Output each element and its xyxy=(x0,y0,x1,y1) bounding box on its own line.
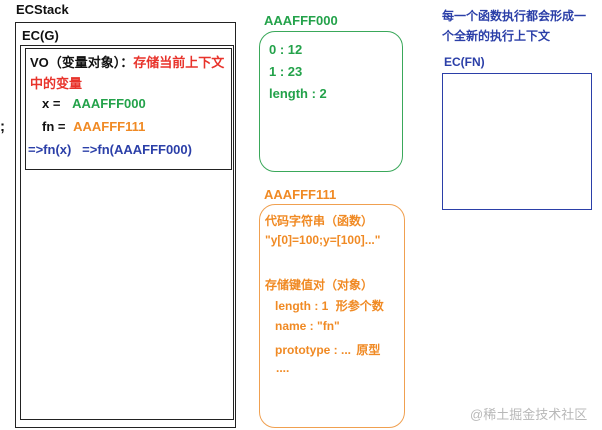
note-line-1: 每一个函数执行都会形成一 xyxy=(442,9,587,23)
ecg-box xyxy=(20,45,234,420)
heap-function-more: .... xyxy=(276,361,290,375)
prop-key: name : "fn" xyxy=(275,319,340,333)
heap-function-code-value: "y[0]=100;y=[100]..." xyxy=(265,233,381,247)
ecfn-title: EC(FN) xyxy=(444,55,485,69)
watermark: @稀土掘金技术社区 xyxy=(470,407,588,422)
var-fn-label: fn = xyxy=(42,119,66,134)
vo-var-x: x = AAAFFF000 xyxy=(42,96,146,111)
prop-key: length : 1 xyxy=(275,299,329,313)
heap-array-line-2: length : 2 xyxy=(269,86,327,101)
vo-title-label: VO（变量对象）： xyxy=(30,55,134,70)
left-edge-mark: ; xyxy=(0,118,5,135)
heap-function-box xyxy=(259,204,405,428)
note-line-2: 个全新的执行上下文 xyxy=(442,29,551,43)
heap-array-address: AAAFFF000 xyxy=(264,13,338,28)
vo-box xyxy=(25,48,232,170)
ecstack-box xyxy=(15,22,236,428)
var-x-value: AAAFFF000 xyxy=(72,96,146,111)
heap-function-code-title: 代码字符串（函数） xyxy=(265,214,374,228)
heap-function-prop-2: prototype : ... 原型 xyxy=(275,341,380,358)
vo-title: VO（变量对象）：存储当前上下文 xyxy=(30,52,224,71)
heap-function-kv-title: 存储键值对（对象） xyxy=(265,278,374,292)
heap-array-line-0: 0 : 12 xyxy=(269,42,303,57)
var-x-label: x = xyxy=(42,96,61,111)
ecfn-box xyxy=(442,73,592,210)
ecstack-title: ECStack xyxy=(16,2,69,17)
prop-note: 形参个数 xyxy=(335,299,384,313)
vo-title-desc: 存储当前上下文 xyxy=(133,55,225,70)
vo-var-fn: fn = AAAFFF111 xyxy=(42,119,145,134)
vo-title-desc-line2: 中的变量 xyxy=(30,76,83,91)
heap-array-line-1: 1 : 23 xyxy=(269,64,303,79)
vo-refs: =>fn(x) =>fn(AAAFFF000) xyxy=(28,142,192,157)
heap-array-box xyxy=(259,31,403,172)
ecg-title: EC(G) xyxy=(22,28,59,43)
prop-note: 原型 xyxy=(356,343,381,357)
var-fn-value: AAAFFF111 xyxy=(73,119,146,134)
heap-function-prop-1: name : "fn" xyxy=(275,319,340,333)
heap-function-prop-0: length : 1 形参个数 xyxy=(275,297,384,314)
prop-key: prototype : ... xyxy=(275,343,351,357)
heap-function-address: AAAFFF111 xyxy=(264,187,337,202)
